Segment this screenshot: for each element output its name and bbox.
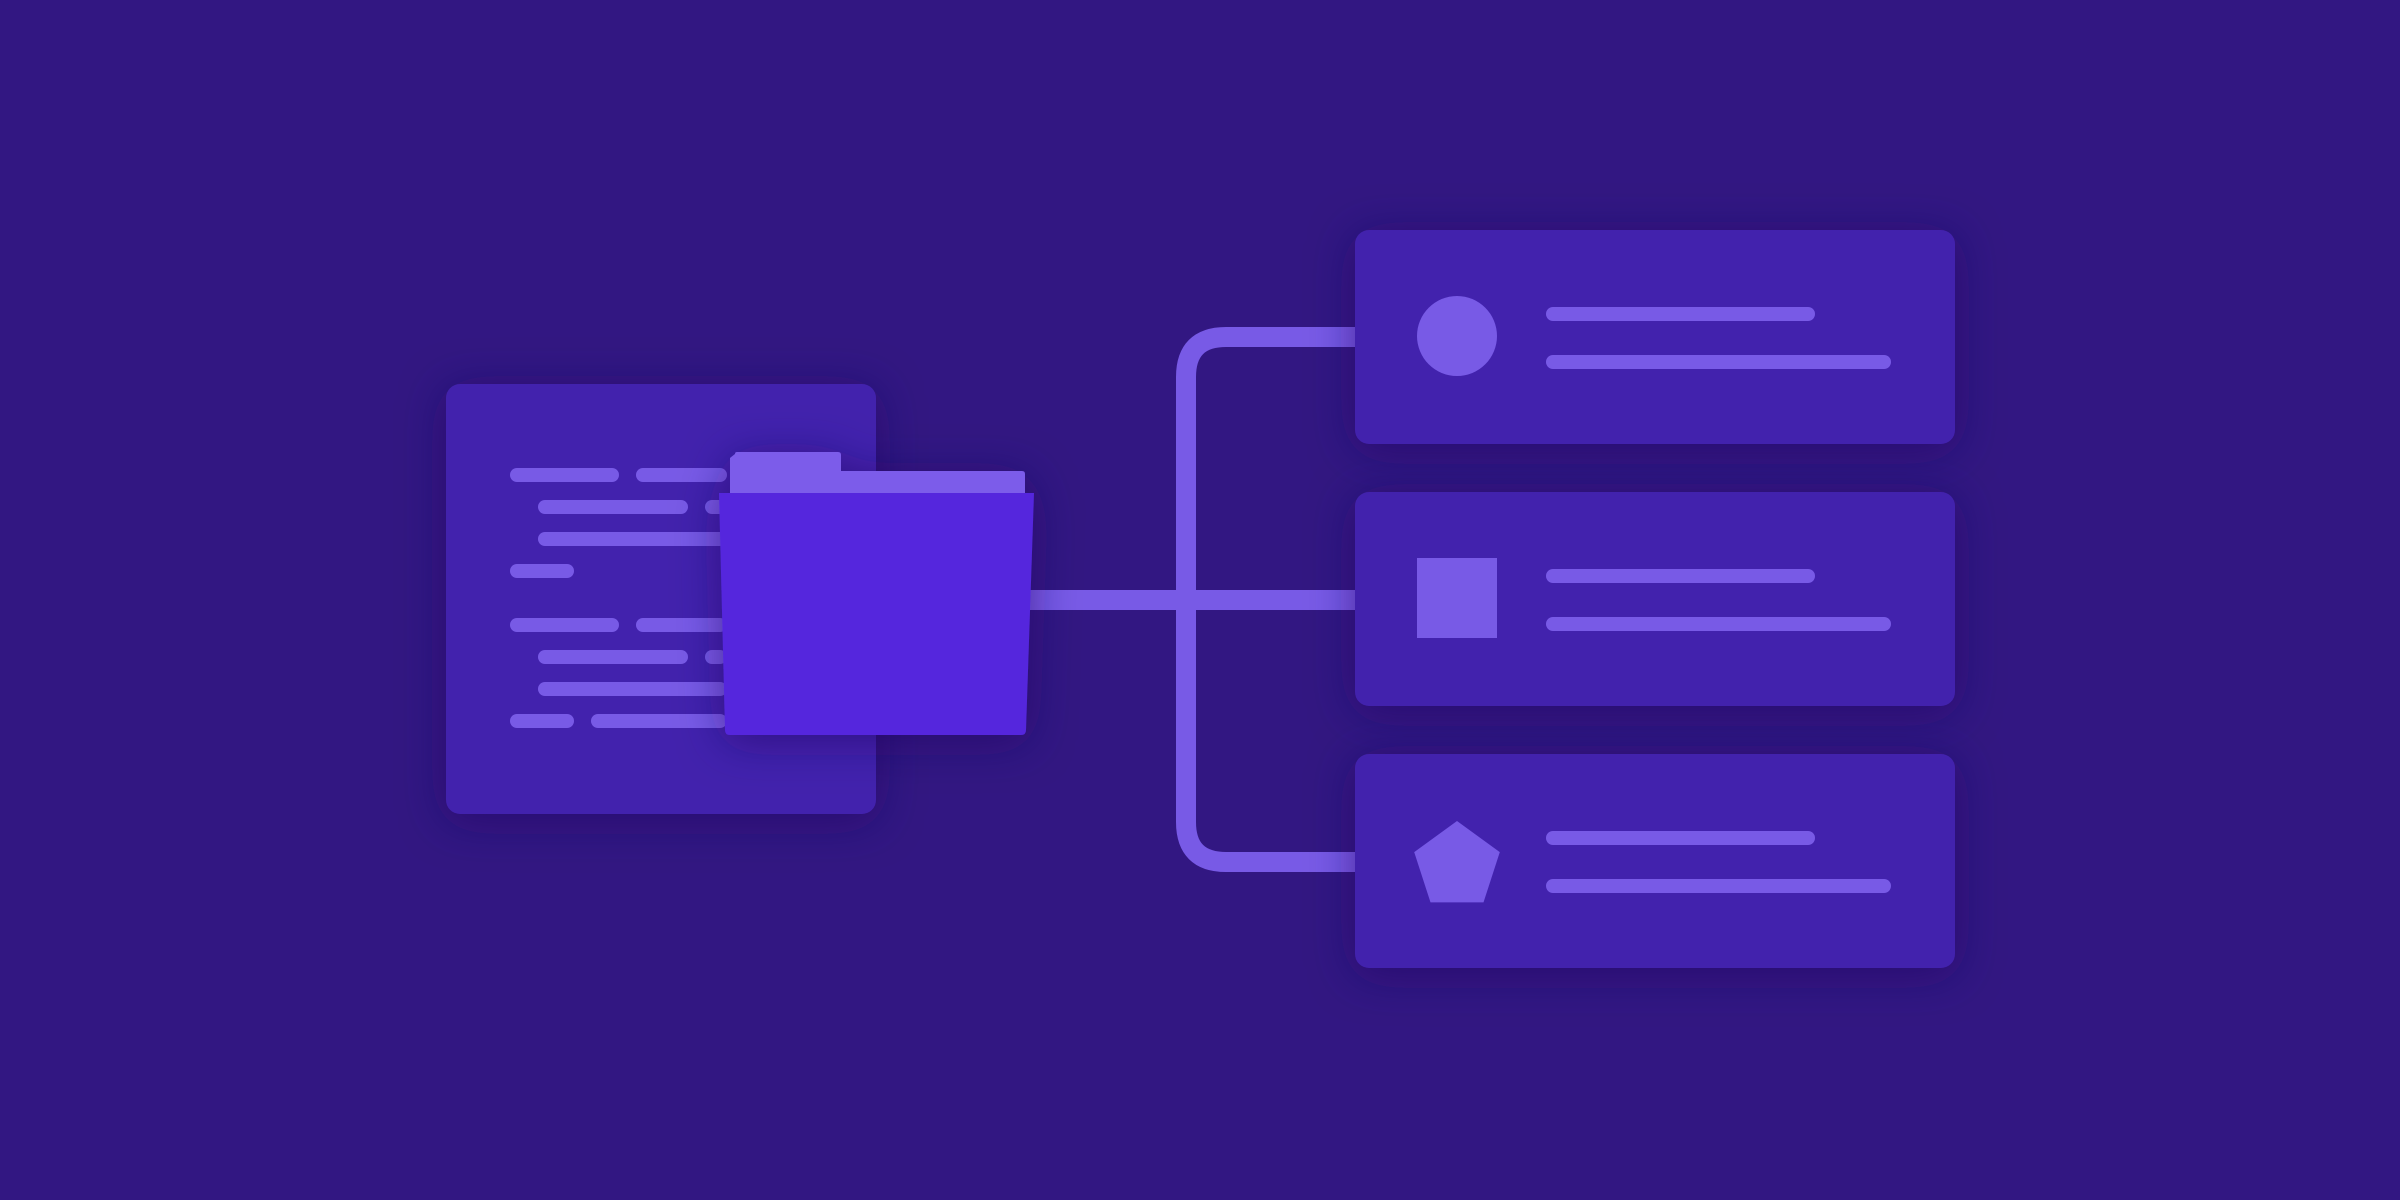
folder-back xyxy=(730,452,1025,498)
folder-icon xyxy=(719,452,1034,735)
branch-card-square xyxy=(1355,492,1955,706)
branch-cards xyxy=(1355,230,1955,968)
document-text-lines xyxy=(510,468,727,728)
connector-top xyxy=(1176,327,1356,600)
branch-card-panel xyxy=(1355,492,1955,706)
branch-card-panel xyxy=(1355,754,1955,968)
branch-card-circle xyxy=(1355,230,1955,444)
connector-lines xyxy=(1020,327,1356,872)
branch-card-panel xyxy=(1355,230,1955,444)
circle-icon xyxy=(1417,296,1497,376)
branch-card-pentagon xyxy=(1355,754,1955,968)
pentagon-icon xyxy=(1414,821,1500,903)
folder-front xyxy=(719,493,1034,735)
connector-bottom xyxy=(1176,600,1356,872)
square-icon xyxy=(1417,558,1497,638)
